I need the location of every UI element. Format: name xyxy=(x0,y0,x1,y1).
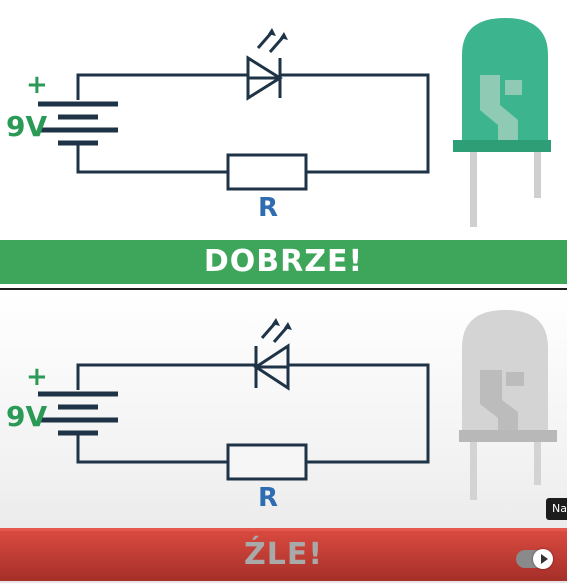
resistor-symbol xyxy=(226,443,308,481)
led-diode-symbol xyxy=(246,31,286,101)
incorrect-banner: ŹLE! xyxy=(0,528,567,581)
led-component-illustration-unlit xyxy=(459,310,557,500)
play-icon xyxy=(533,549,553,569)
tooltip: Na xyxy=(546,498,567,520)
resistor-label: R xyxy=(258,483,279,513)
correct-circuit-panel: + 9V R DOBRZE! xyxy=(0,0,567,288)
battery-voltage-label: 9V xyxy=(6,400,48,433)
led-diode-symbol-reversed xyxy=(253,321,290,391)
battery-voltage-label: 9V xyxy=(6,110,48,143)
resistor-label: R xyxy=(258,193,279,223)
circuit-wires xyxy=(76,73,430,174)
circuit-wires xyxy=(76,363,430,464)
light-arrows-icon xyxy=(268,28,288,40)
battery-plus-label: + xyxy=(26,70,48,100)
incorrect-circuit-panel: + 9V R ŹLE! xyxy=(0,290,567,583)
led-component-illustration xyxy=(453,18,551,227)
correct-banner: DOBRZE! xyxy=(0,240,567,284)
light-arrows-icon xyxy=(272,318,292,330)
incorrect-circuit-diagram xyxy=(38,310,557,500)
battery-symbol xyxy=(38,101,118,146)
correct-circuit-diagram xyxy=(38,18,551,227)
autoplay-toggle[interactable] xyxy=(516,549,553,569)
resistor-symbol xyxy=(226,153,308,191)
battery-symbol xyxy=(38,391,118,436)
battery-plus-label: + xyxy=(26,362,48,392)
